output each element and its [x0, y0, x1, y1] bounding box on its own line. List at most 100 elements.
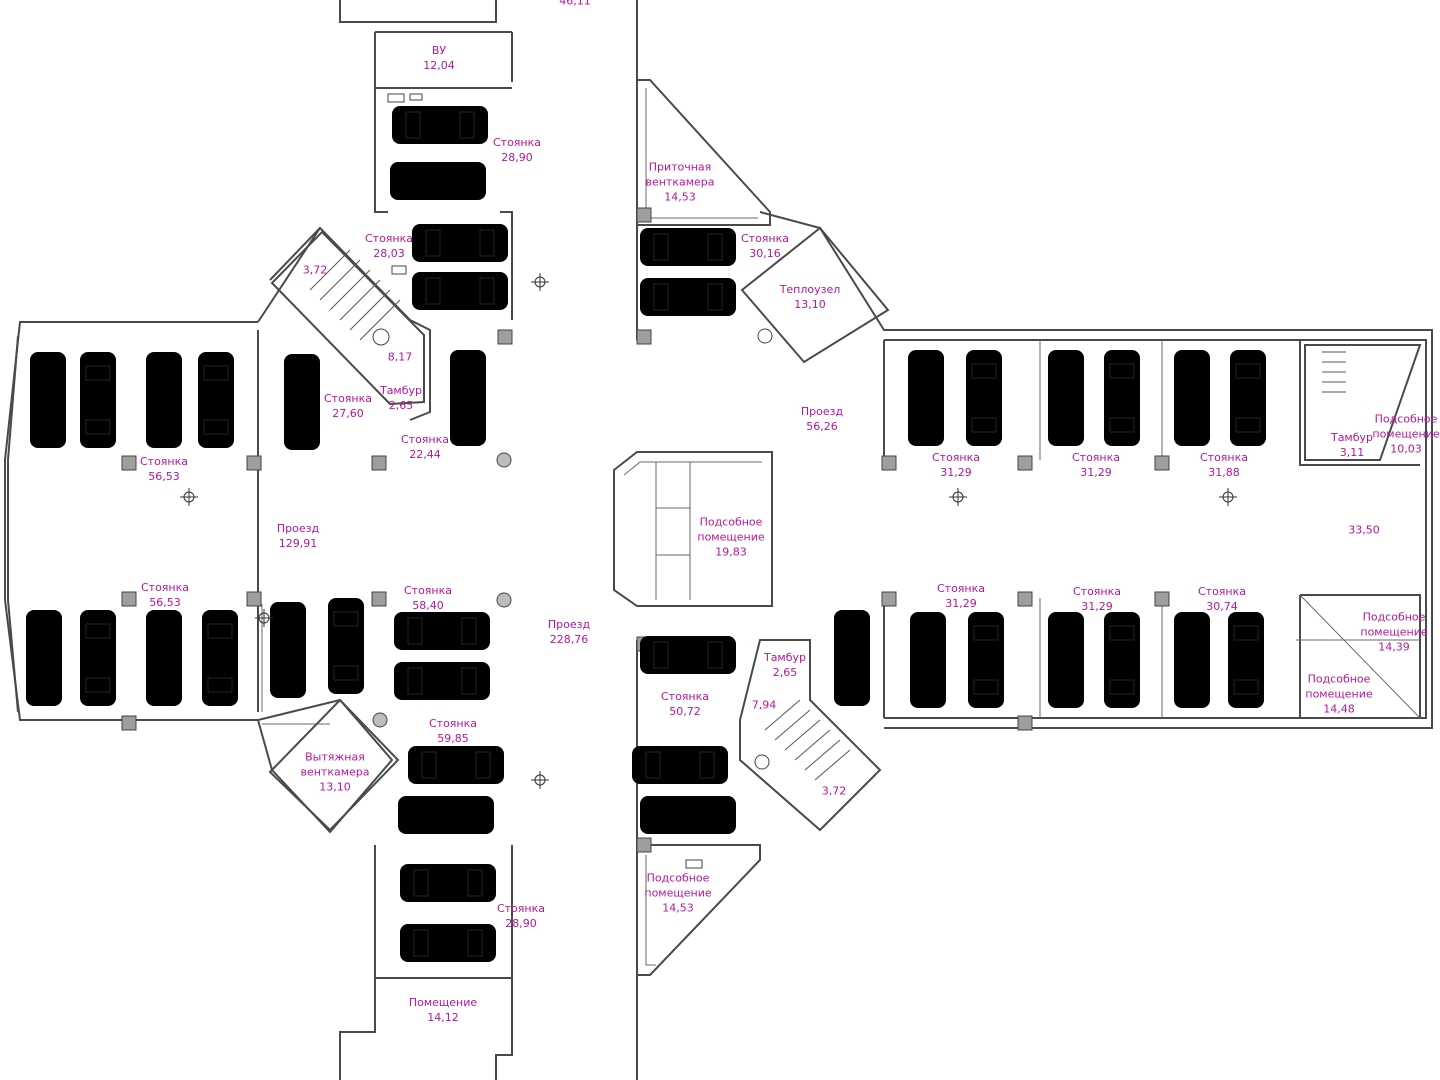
car [631, 745, 729, 785]
room-area: 50,72 [669, 705, 701, 718]
right-wing-walls [739, 211, 1433, 832]
car [1229, 349, 1267, 447]
room-label-parking: Стоянка 59,85 [429, 716, 477, 746]
room-name: Стоянка [139, 455, 189, 468]
car [26, 610, 62, 706]
room-area: 14,48 [1323, 702, 1355, 716]
room-area: 14,53 [662, 901, 694, 915]
car [1227, 611, 1265, 709]
room-area: 2,65 [772, 666, 798, 679]
car [399, 863, 497, 903]
room-label-parking: Стоянка 28,03 [365, 231, 413, 261]
room-name: Стоянка [364, 232, 414, 245]
room-area: 59,85 [437, 732, 469, 745]
room-label-parking: Стоянка 28,90 [497, 901, 545, 931]
room-area: 31,29 [1080, 466, 1112, 479]
car [910, 612, 946, 708]
car [639, 227, 737, 267]
room-area: 3,11 [1339, 446, 1365, 459]
car [640, 796, 736, 834]
room-area: 30,16 [749, 247, 781, 260]
car [393, 611, 491, 651]
room-name: Тамбур [763, 651, 807, 664]
room-label-heat: Теплоузел 13,10 [780, 282, 841, 312]
room-label-parking: Стоянка 56,53 [141, 580, 189, 610]
room-area: 33,50 [1348, 523, 1380, 537]
room-name: Стоянка [936, 582, 986, 595]
room-area: 27,60 [332, 407, 364, 420]
room-area: 14,39 [1378, 640, 1410, 654]
room-name: Подсобное помещение [697, 515, 765, 544]
room-name: Вытяжная венткамера [300, 750, 370, 779]
room-label-parking: Стоянка 56,53 [140, 454, 188, 484]
centre-walls [613, 0, 773, 1080]
room-label-driveway: Проезд 228,76 [548, 617, 590, 647]
room-label-parking: Стоянка 31,29 [932, 450, 980, 480]
room-label-parking: Стоянка 31,29 [1072, 450, 1120, 480]
car [411, 271, 509, 311]
car [79, 609, 117, 707]
room-area: 12,04 [423, 59, 455, 72]
room-label-vestibule: Тамбур 2,65 [380, 383, 422, 413]
room-name: Стоянка [660, 690, 710, 703]
room-name: Стоянка [428, 717, 478, 730]
room-label-parking: Стоянка 28,90 [493, 135, 541, 165]
room-name: Стоянка [400, 433, 450, 446]
room-area: 10,03 [1390, 442, 1422, 456]
room-label-driveway: Проезд 56,26 [801, 404, 843, 434]
room-area: 14,53 [664, 190, 696, 204]
car [639, 277, 737, 317]
room-name: Стоянка [1072, 585, 1122, 598]
room-label-utility: Подсобное помещение 14,39 [1360, 610, 1427, 655]
room-area: 56,26 [806, 420, 838, 433]
car [639, 635, 737, 675]
room-name: Тамбур [379, 384, 423, 397]
room-name: Помещение [408, 996, 478, 1009]
room-label-top-cut: 46,11 [559, 0, 591, 9]
car [1048, 612, 1084, 708]
car [390, 162, 486, 200]
car [197, 351, 235, 449]
car [399, 923, 497, 963]
car [201, 609, 239, 707]
left-wing-walls [4, 0, 513, 1080]
room-area: 31,29 [1081, 600, 1113, 613]
room-name: Подсобное помещение [1360, 610, 1428, 639]
room-label-vu: ВУ 12,04 [423, 43, 455, 73]
columns [121, 93, 1170, 869]
car [327, 597, 365, 695]
room-label-lobby: 7,94 [752, 698, 777, 713]
room-name: ВУ [431, 44, 447, 57]
car [1103, 349, 1141, 447]
room-area: 19,83 [715, 545, 747, 559]
room-label-parking: Стоянка 50,72 [661, 689, 709, 719]
car [450, 350, 486, 446]
room-area: 129,91 [278, 537, 318, 550]
room-area: 14,12 [427, 1011, 459, 1024]
room-name: Стоянка [1071, 451, 1121, 464]
car [965, 349, 1003, 447]
room-label-exhaust: Вытяжная венткамера 13,10 [300, 750, 369, 795]
room-label-parking: Стоянка 31,88 [1200, 450, 1248, 480]
room-label-utility: Подсобное помещение 14,48 [1305, 672, 1372, 717]
room-label-space: 33,50 [1348, 523, 1380, 538]
room-area: 28,03 [373, 247, 405, 260]
car [967, 611, 1005, 709]
room-name: Стоянка [140, 581, 190, 594]
room-label-parking: Стоянка 30,16 [741, 231, 789, 261]
room-name: Стоянка [740, 232, 790, 245]
room-label-vestibule: Тамбур 2,65 [764, 650, 806, 680]
room-name: Тамбур [1330, 431, 1374, 444]
car [1103, 611, 1141, 709]
room-label-utility: Подсобное помещение 10,03 [1372, 412, 1439, 457]
room-name: Подсобное помещение [1372, 412, 1440, 441]
room-area: 228,76 [549, 633, 589, 646]
car [908, 350, 944, 446]
room-name: Проезд [276, 522, 320, 535]
room-name: Подсобное помещение [644, 871, 712, 900]
room-label-lobby: 8,17 [388, 350, 413, 365]
room-area: 2,65 [388, 399, 414, 412]
room-name: Стоянка [492, 136, 542, 149]
room-area: 31,29 [945, 597, 977, 610]
room-name: Стоянка [931, 451, 981, 464]
